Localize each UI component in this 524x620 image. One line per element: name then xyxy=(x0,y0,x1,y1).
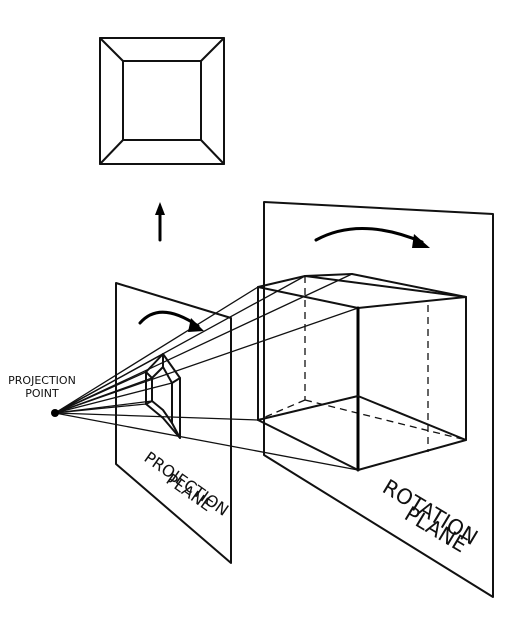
projected-outer-square xyxy=(99,37,225,165)
projection-point-dot xyxy=(51,409,59,417)
projection-plane-arrow-icon xyxy=(138,310,204,332)
projection-point-label-line1: PROJECTION xyxy=(8,374,76,387)
cube-visible-edges xyxy=(257,273,467,472)
projection-plane xyxy=(115,282,232,564)
projected-image-view xyxy=(99,37,225,165)
projected-frustum-on-plane xyxy=(54,353,181,439)
projection-point-label-line2: POINT xyxy=(25,387,59,400)
rotation-plane xyxy=(263,201,494,598)
projected-diagonals xyxy=(99,37,225,165)
cube xyxy=(257,273,467,472)
projected-inner-square xyxy=(122,60,202,141)
rotation-arrow-icon xyxy=(314,227,430,248)
up-arrow-icon xyxy=(155,202,165,242)
cube-hidden-edges xyxy=(257,275,467,452)
projection-rays xyxy=(54,273,359,471)
